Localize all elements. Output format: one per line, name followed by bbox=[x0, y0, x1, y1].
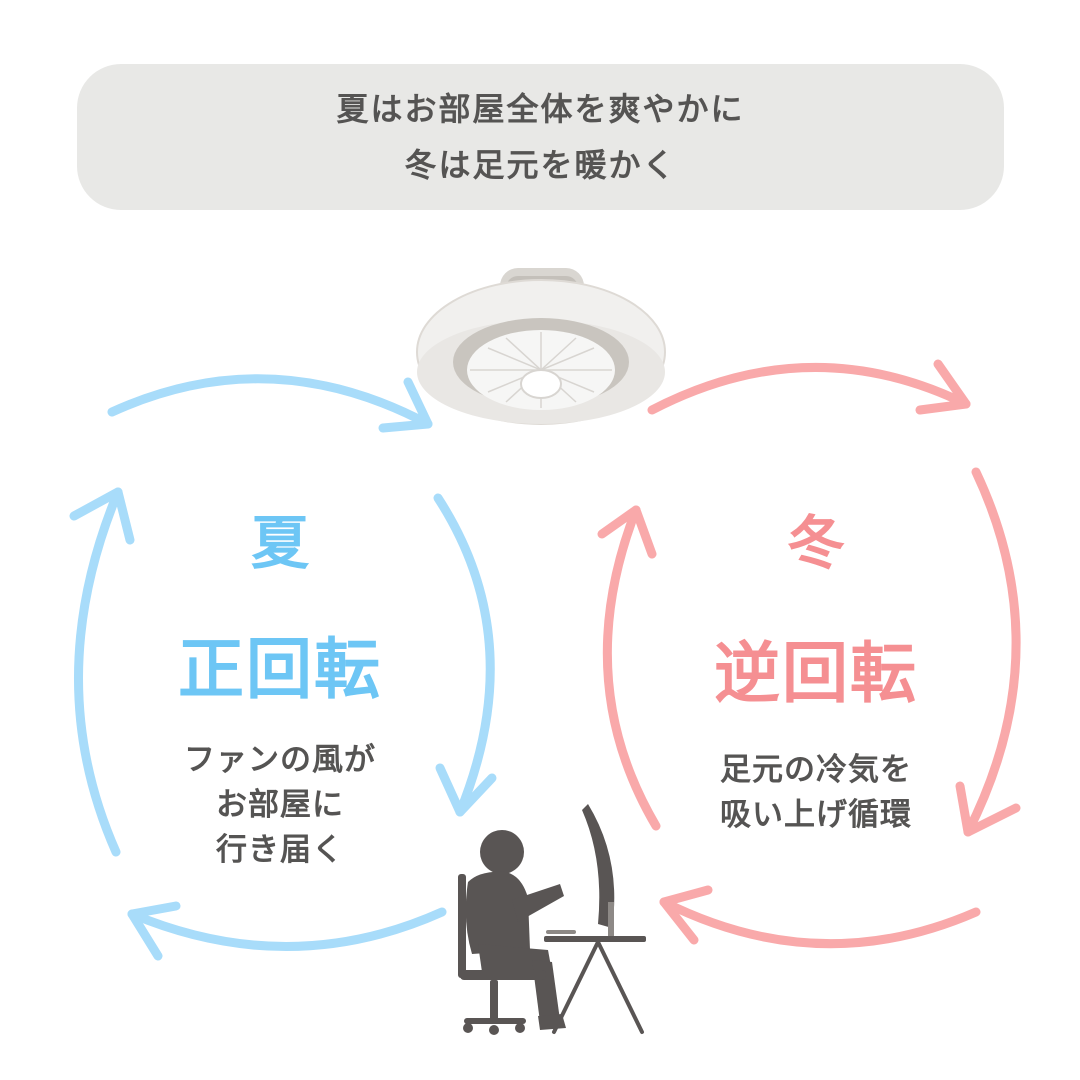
summer-arrow-top-head bbox=[378, 377, 433, 433]
summer-arrow-bottom-head bbox=[127, 901, 181, 961]
winter-arrows bbox=[597, 359, 1021, 949]
winter-desc-line-1: 足元の冷気を bbox=[720, 752, 912, 788]
summer-arrow-right bbox=[433, 493, 495, 817]
header-banner: 夏はお部屋全体を爽やかに 冬は足元を暖かく bbox=[77, 64, 1004, 210]
ceiling-fan-icon bbox=[416, 268, 666, 425]
winter-season-label: 冬 bbox=[786, 509, 845, 577]
summer-season-label: 夏 bbox=[250, 509, 309, 577]
summer-arrow-left-head bbox=[69, 487, 135, 545]
winter-mode-label: 逆回転 bbox=[714, 635, 918, 712]
winter-description: 足元の冷気を 吸い上げ循環 bbox=[666, 748, 966, 838]
person-at-desk-icon bbox=[458, 804, 646, 1035]
summer-arrow-bottom bbox=[127, 907, 447, 951]
winter-arrow-right bbox=[963, 467, 1021, 837]
summer-arrow-right-head bbox=[435, 763, 497, 817]
summer-desc-line-1: ファンの風が bbox=[184, 742, 376, 778]
winter-arrow-bottom-head bbox=[659, 885, 713, 945]
header-line-2: 冬は足元を暖かく bbox=[404, 146, 677, 184]
summer-arrows bbox=[69, 374, 497, 961]
winter-arrow-left-head bbox=[597, 505, 657, 559]
summer-mode-label: 正回転 bbox=[178, 631, 382, 708]
desk-legs bbox=[552, 940, 644, 1034]
header-line-1: 夏はお部屋全体を爽やかに bbox=[336, 90, 745, 128]
winter-arrow-bottom bbox=[659, 897, 981, 949]
summer-description: ファンの風が お部屋に 行き届く bbox=[140, 738, 420, 873]
winter-desc-line-2: 吸い上げ循環 bbox=[720, 797, 912, 833]
summer-desc-line-3: 行き届く bbox=[216, 832, 344, 868]
winter-arrow-left bbox=[602, 505, 661, 831]
summer-arrow-left bbox=[74, 487, 123, 857]
winter-arrow-right-head bbox=[955, 781, 1021, 837]
summer-arrow-top bbox=[107, 374, 433, 429]
winter-arrow-top bbox=[647, 362, 971, 415]
summer-desc-line-2: お部屋に bbox=[216, 787, 344, 823]
winter-arrow-top-head bbox=[915, 359, 971, 415]
